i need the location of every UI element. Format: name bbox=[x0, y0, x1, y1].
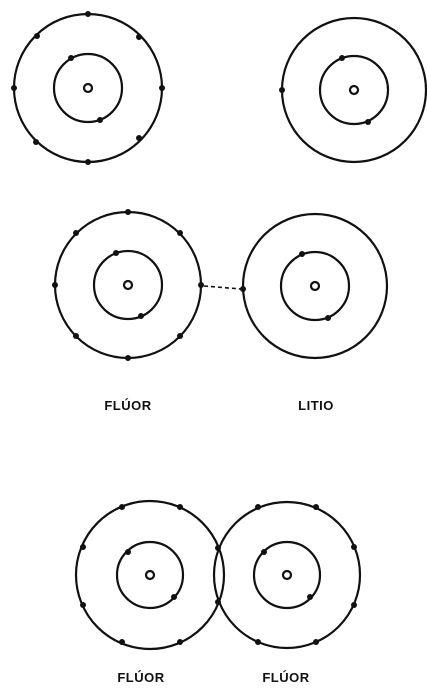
outer-electron bbox=[177, 504, 183, 510]
outer-electron bbox=[73, 230, 79, 236]
atom-ionic-fluorine bbox=[52, 209, 204, 361]
inner-electron bbox=[261, 549, 267, 555]
label-fluor-left: FLÚOR bbox=[117, 670, 164, 685]
outer-electron bbox=[136, 135, 142, 141]
nucleus bbox=[350, 86, 358, 94]
atom-covalent-fluorine-right bbox=[214, 502, 360, 648]
label-fluor-ionic: FLÚOR bbox=[104, 398, 151, 413]
outer-electron bbox=[177, 333, 183, 339]
outer-electron bbox=[119, 504, 125, 510]
electron-transfer-line bbox=[204, 286, 241, 289]
outer-electron bbox=[279, 87, 285, 93]
outer-electron bbox=[80, 544, 86, 550]
atom-covalent-fluorine-left bbox=[76, 501, 224, 649]
outer-electron bbox=[125, 209, 131, 215]
inner-electron bbox=[299, 251, 305, 257]
label-fluor-right: FLÚOR bbox=[262, 670, 309, 685]
nucleus bbox=[311, 282, 319, 290]
outer-electron bbox=[80, 602, 86, 608]
inner-electron bbox=[325, 315, 331, 321]
outer-electron bbox=[313, 504, 319, 510]
outer-electron bbox=[177, 230, 183, 236]
inner-electron bbox=[171, 594, 177, 600]
outer-electron bbox=[34, 33, 40, 39]
inner-electron bbox=[125, 549, 131, 555]
nucleus bbox=[124, 281, 132, 289]
outer-electron bbox=[85, 159, 91, 165]
outer-electron bbox=[313, 639, 319, 645]
inner-electron bbox=[339, 55, 345, 61]
inner-electron bbox=[97, 117, 103, 123]
outer-electron bbox=[240, 286, 246, 292]
atom-top-lithium bbox=[279, 18, 426, 162]
inner-electron bbox=[113, 250, 119, 256]
label-litio: LITIO bbox=[298, 398, 334, 413]
outer-electron bbox=[85, 11, 91, 17]
nucleus bbox=[283, 571, 291, 579]
outer-electron bbox=[33, 139, 39, 145]
outer-electron bbox=[136, 34, 142, 40]
outer-electron bbox=[159, 85, 165, 91]
outer-electron bbox=[125, 355, 131, 361]
inner-electron bbox=[68, 55, 74, 61]
outer-electron bbox=[52, 282, 58, 288]
outer-electron bbox=[255, 639, 261, 645]
outer-electron bbox=[119, 639, 125, 645]
outer-electron bbox=[177, 639, 183, 645]
outer-electron bbox=[255, 504, 261, 510]
inner-electron bbox=[307, 594, 313, 600]
inner-electron bbox=[365, 119, 371, 125]
atom-ionic-lithium bbox=[240, 214, 387, 358]
nucleus bbox=[84, 84, 92, 92]
outer-electron bbox=[351, 602, 357, 608]
inner-electron bbox=[138, 313, 144, 319]
atom-top-fluorine bbox=[11, 11, 165, 165]
outer-electron bbox=[351, 544, 357, 550]
outer-electron bbox=[198, 282, 204, 288]
outer-electron bbox=[11, 85, 17, 91]
outer-electron bbox=[73, 333, 79, 339]
nucleus bbox=[146, 571, 154, 579]
